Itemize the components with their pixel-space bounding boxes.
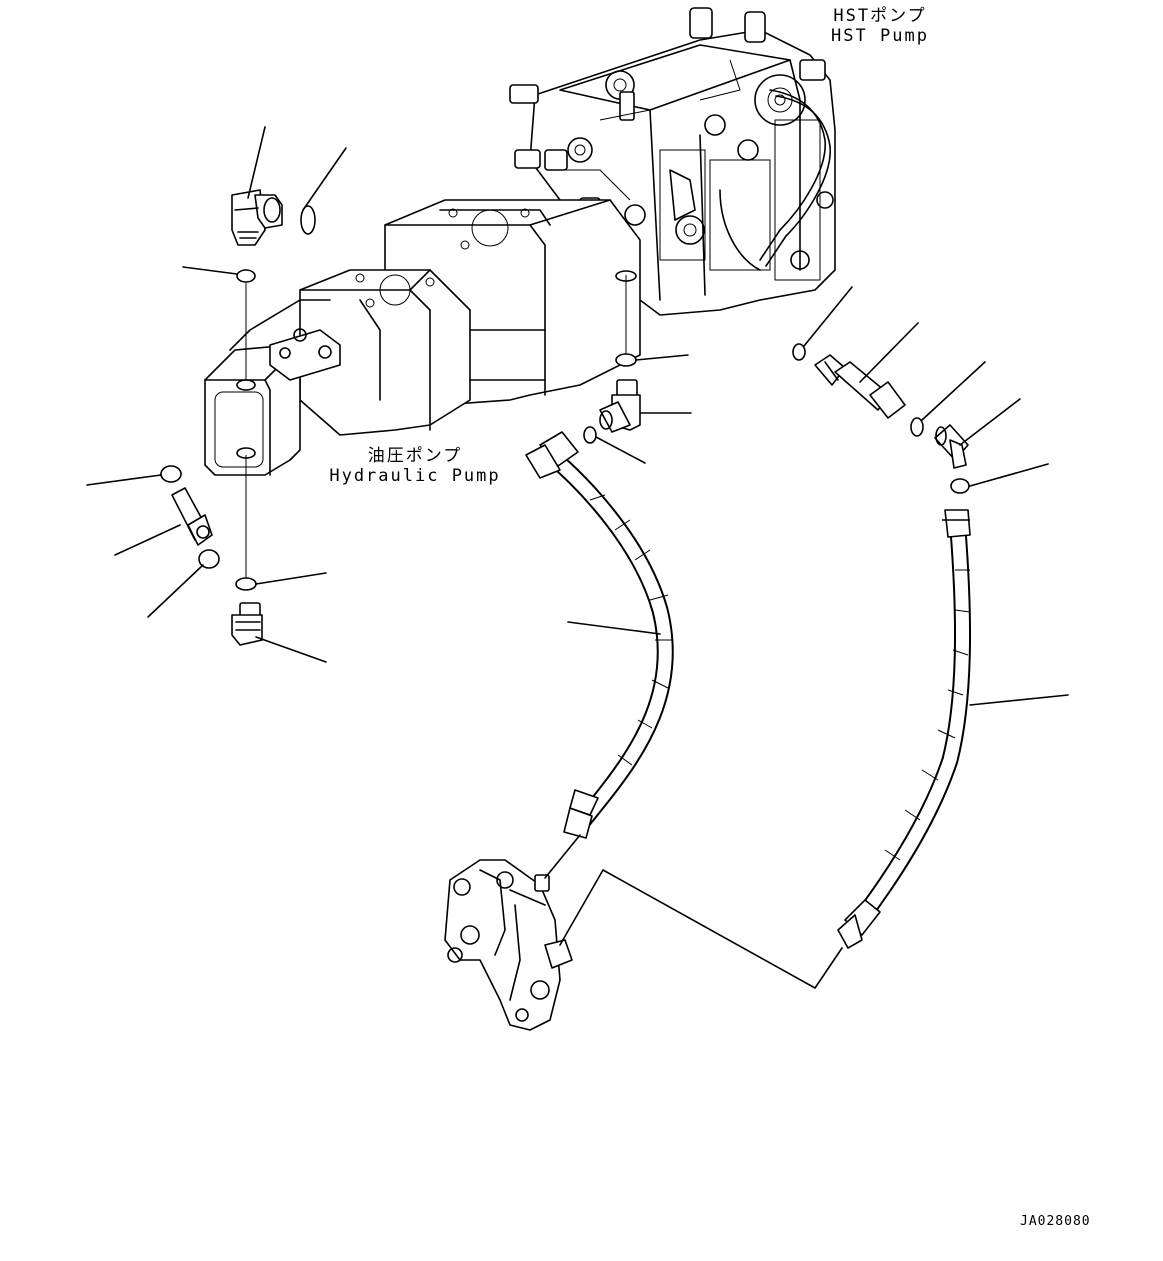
valve-block — [445, 860, 572, 1030]
hydraulic-pump-label: 油圧ポンプ Hydraulic Pump — [320, 446, 510, 486]
o-ring-1 — [301, 206, 315, 234]
drawing-id: JA028080 — [1020, 1214, 1091, 1229]
hydraulic-pump-label-en: Hydraulic Pump — [329, 466, 501, 486]
hose-left — [526, 432, 672, 838]
connection-line-right — [560, 870, 842, 988]
o-ring-5 — [236, 578, 256, 590]
elbow-fitting-center — [600, 380, 640, 432]
hst-pump-label-en: HST Pump — [831, 26, 929, 46]
hst-pump-label-jp: HSTポンプ — [833, 6, 927, 26]
port-left-top — [237, 380, 255, 390]
o-ring-6 — [616, 354, 636, 366]
o-ring-7 — [584, 427, 596, 443]
callout-leaders — [87, 127, 1068, 705]
straight-connector-left — [172, 488, 212, 545]
elbow-fitting-top-left — [232, 190, 282, 245]
o-ring-4 — [199, 550, 219, 568]
hydraulic-pump — [205, 200, 640, 475]
straight-fitting-left-bottom — [232, 603, 262, 645]
hydraulic-pump-label-jp: 油圧ポンプ — [367, 446, 463, 466]
straight-connector-right — [815, 355, 905, 418]
o-ring-8 — [793, 344, 805, 360]
connection-line-left — [545, 835, 580, 878]
hst-pump-label: HSTポンプ HST Pump — [805, 6, 955, 46]
o-ring-9 — [911, 418, 923, 436]
port-center — [616, 271, 636, 281]
port-left-bottom — [237, 448, 255, 458]
elbow-fitting-right — [935, 425, 968, 468]
hose-right — [838, 510, 970, 948]
o-ring-3 — [161, 466, 181, 482]
o-ring-10 — [951, 479, 969, 493]
o-ring-2 — [237, 270, 255, 282]
